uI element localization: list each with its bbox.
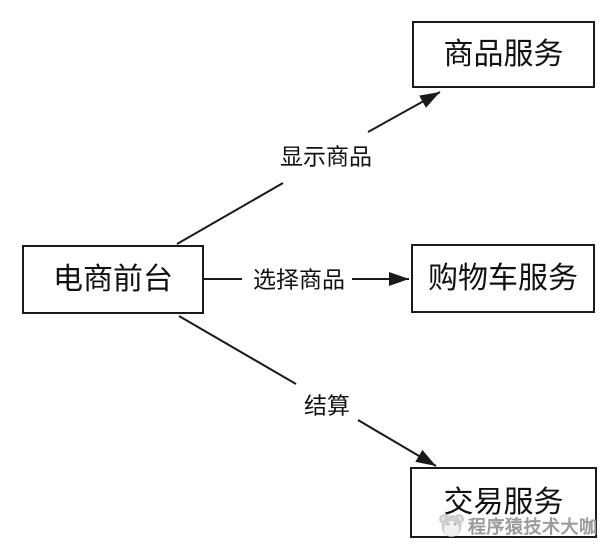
edge-line-segment xyxy=(178,315,297,385)
node-product-service: 商品服务 xyxy=(412,21,595,88)
edge-checkout xyxy=(178,315,437,467)
node-cart-service: 购物车服务 xyxy=(411,244,595,313)
watermark-text: 程序猿技术大咖 xyxy=(468,516,598,537)
monkey-logo-icon xyxy=(439,514,464,537)
edge-label-checkout: 结算 xyxy=(298,392,356,420)
edge-label-select-products: 选择商品 xyxy=(247,266,351,294)
edge-label-display-products: 显示商品 xyxy=(274,143,378,171)
edge-line-segment xyxy=(357,419,437,467)
edge-line-segment xyxy=(367,91,441,133)
node-frontend: 电商前台 xyxy=(22,245,204,314)
edge-display-products xyxy=(176,91,441,245)
watermark: 程序猿技术大咖 xyxy=(438,511,598,540)
edge-line-segment xyxy=(176,182,284,245)
node-trade-service: 交易服务 xyxy=(410,467,597,538)
